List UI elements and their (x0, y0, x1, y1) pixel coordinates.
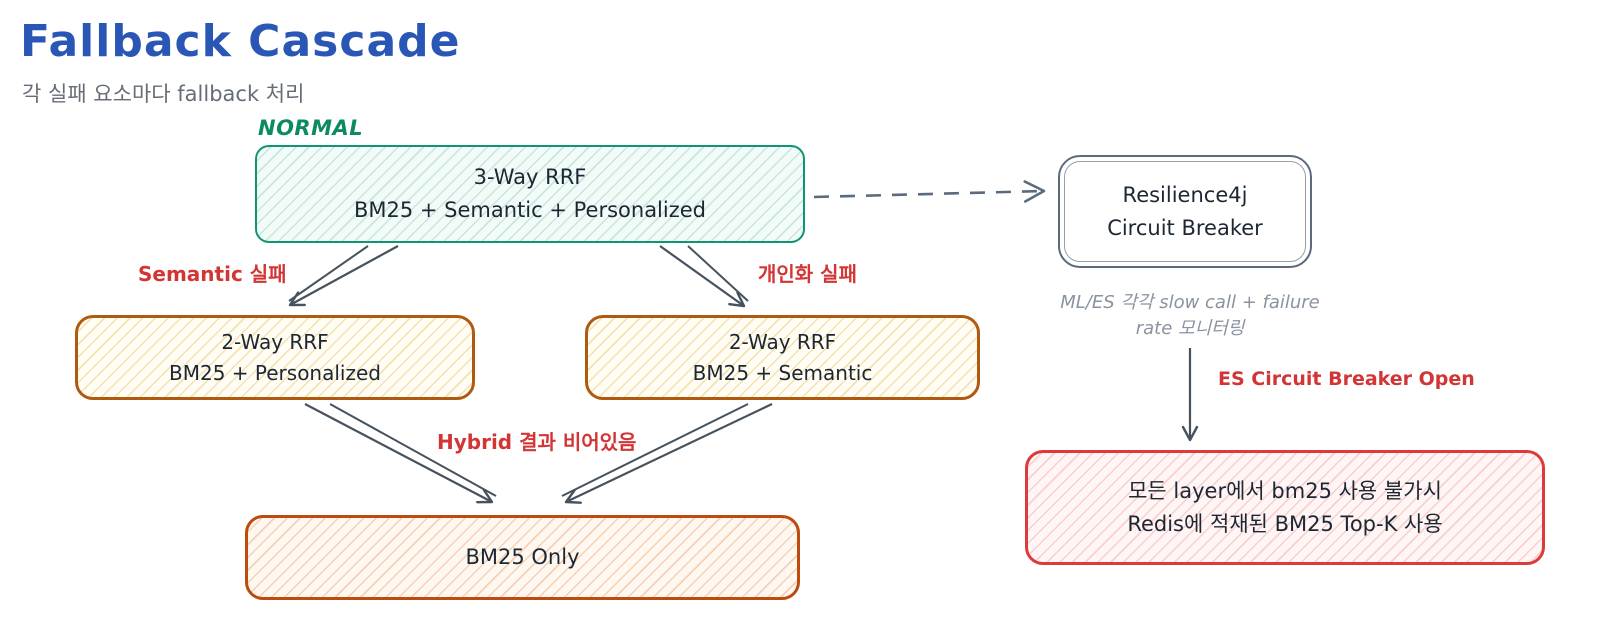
dashed-arrow-to-circuit-breaker (813, 180, 1046, 203)
node-circuit-breaker-detail: Circuit Breaker (1107, 215, 1263, 240)
normal-state-label: NORMAL (258, 116, 364, 140)
node-3way-rrf: 3-Way RRF BM25 + Semantic + Personalized (255, 145, 805, 243)
page-subtitle: 각 실패 요소마다 fallback 처리 (22, 82, 305, 106)
node-bm25-only-label: BM25 Only (465, 545, 580, 570)
edge-label-semantic-fail: Semantic 실패 (138, 262, 287, 286)
monitoring-note: ML/ES 각각 slow call + failure rate 모니터링 (1050, 290, 1330, 342)
node-2way-rrf-personalized: 2-Way RRF BM25 + Personalized (75, 315, 475, 400)
edge-label-personalization-fail: 개인화 실패 (758, 262, 857, 286)
node-bm25-only: BM25 Only (245, 515, 800, 600)
node-redis-fallback-line2: Redis에 적재된 BM25 Top-K 사용 (1127, 511, 1443, 536)
node-2way-rrf-semantic: 2-Way RRF BM25 + Semantic (585, 315, 980, 400)
monitoring-note-line1: ML/ES 각각 slow call (1060, 292, 1236, 313)
monitoring-note-line2: + failure rate 모니터링 (1135, 292, 1320, 340)
node-2way-left-title: 2-Way RRF (221, 329, 329, 354)
node-circuit-breaker-title: Resilience4j (1122, 182, 1248, 207)
node-3way-rrf-title: 3-Way RRF (473, 165, 587, 190)
edge-label-hybrid-empty: Hybrid 결과 비어있음 (437, 430, 637, 454)
node-2way-right-title: 2-Way RRF (728, 329, 837, 354)
node-circuit-breaker: Resilience4j Circuit Breaker (1058, 155, 1312, 268)
arrow-semantic-fail (288, 245, 399, 307)
page-title: Fallback Cascade (20, 16, 461, 67)
node-redis-fallback-line1: 모든 layer에서 bm25 사용 불가시 (1128, 478, 1442, 503)
edge-label-es-breaker-open: ES Circuit Breaker Open (1218, 368, 1475, 390)
node-3way-rrf-detail: BM25 + Semantic + Personalized (353, 198, 707, 222)
node-redis-fallback: 모든 layer에서 bm25 사용 불가시 Redis에 적재된 BM25 T… (1025, 450, 1545, 565)
arrow-personalization-fail (659, 245, 749, 308)
node-2way-left-detail: BM25 + Personalized (169, 360, 381, 385)
node-2way-right-detail: BM25 + Semantic (692, 360, 873, 385)
